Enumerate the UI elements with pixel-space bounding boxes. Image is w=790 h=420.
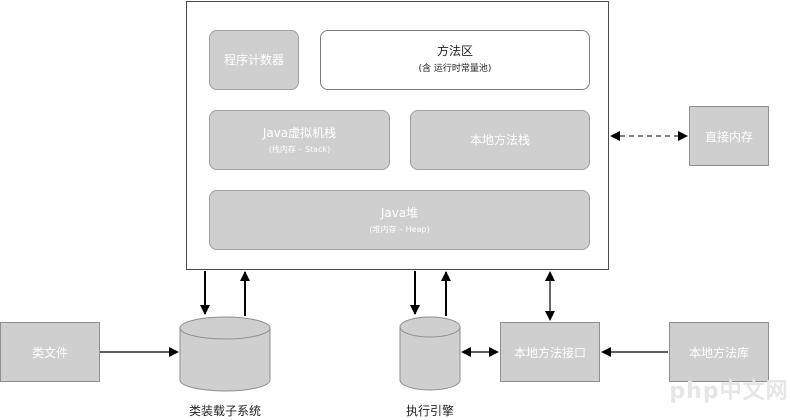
native-library-label: 本地方法库 — [688, 345, 749, 360]
program-counter-label: 程序计数器 — [223, 52, 284, 67]
class-loader-cylinder — [179, 316, 271, 392]
jvm-stack-title: Java虚拟机栈 — [262, 125, 337, 140]
direct-memory-label: 直接内存 — [704, 129, 753, 144]
class-file-label: 类文件 — [31, 345, 68, 360]
execution-engine-label: 执行引擎 — [405, 404, 454, 418]
watermark: php中文网 — [668, 360, 790, 418]
program-counter: 程序计数器 — [209, 30, 299, 90]
native-library-box: 本地方法库 — [669, 322, 769, 382]
class-loader-label: 类装载子系统 — [188, 404, 261, 418]
method-area-subtitle: (含 运行时常量池) — [418, 64, 492, 75]
watermark-text: php中文网 — [669, 379, 789, 404]
method-area-title: 方法区 — [436, 44, 473, 59]
native-method-stack-label: 本地方法栈 — [469, 132, 530, 147]
method-area: 方法区 (含 运行时常量池) — [320, 30, 590, 90]
native-method-stack: 本地方法栈 — [410, 110, 590, 170]
class-file-box: 类文件 — [0, 322, 100, 382]
native-interface-box: 本地方法接口 — [500, 322, 600, 382]
jvm-stack-subtitle: (栈内存 – Stack) — [268, 144, 331, 154]
jvm-stack: Java虚拟机栈 (栈内存 – Stack) — [209, 110, 390, 170]
direct-memory-box: 直接内存 — [689, 106, 769, 166]
native-interface-label: 本地方法接口 — [513, 345, 586, 360]
heap-title: Java堆 — [380, 205, 419, 220]
heap-subtitle: (堆内存 – Heap) — [369, 224, 430, 234]
heap: Java堆 (堆内存 – Heap) — [209, 190, 590, 250]
execution-engine-cylinder — [399, 316, 461, 391]
